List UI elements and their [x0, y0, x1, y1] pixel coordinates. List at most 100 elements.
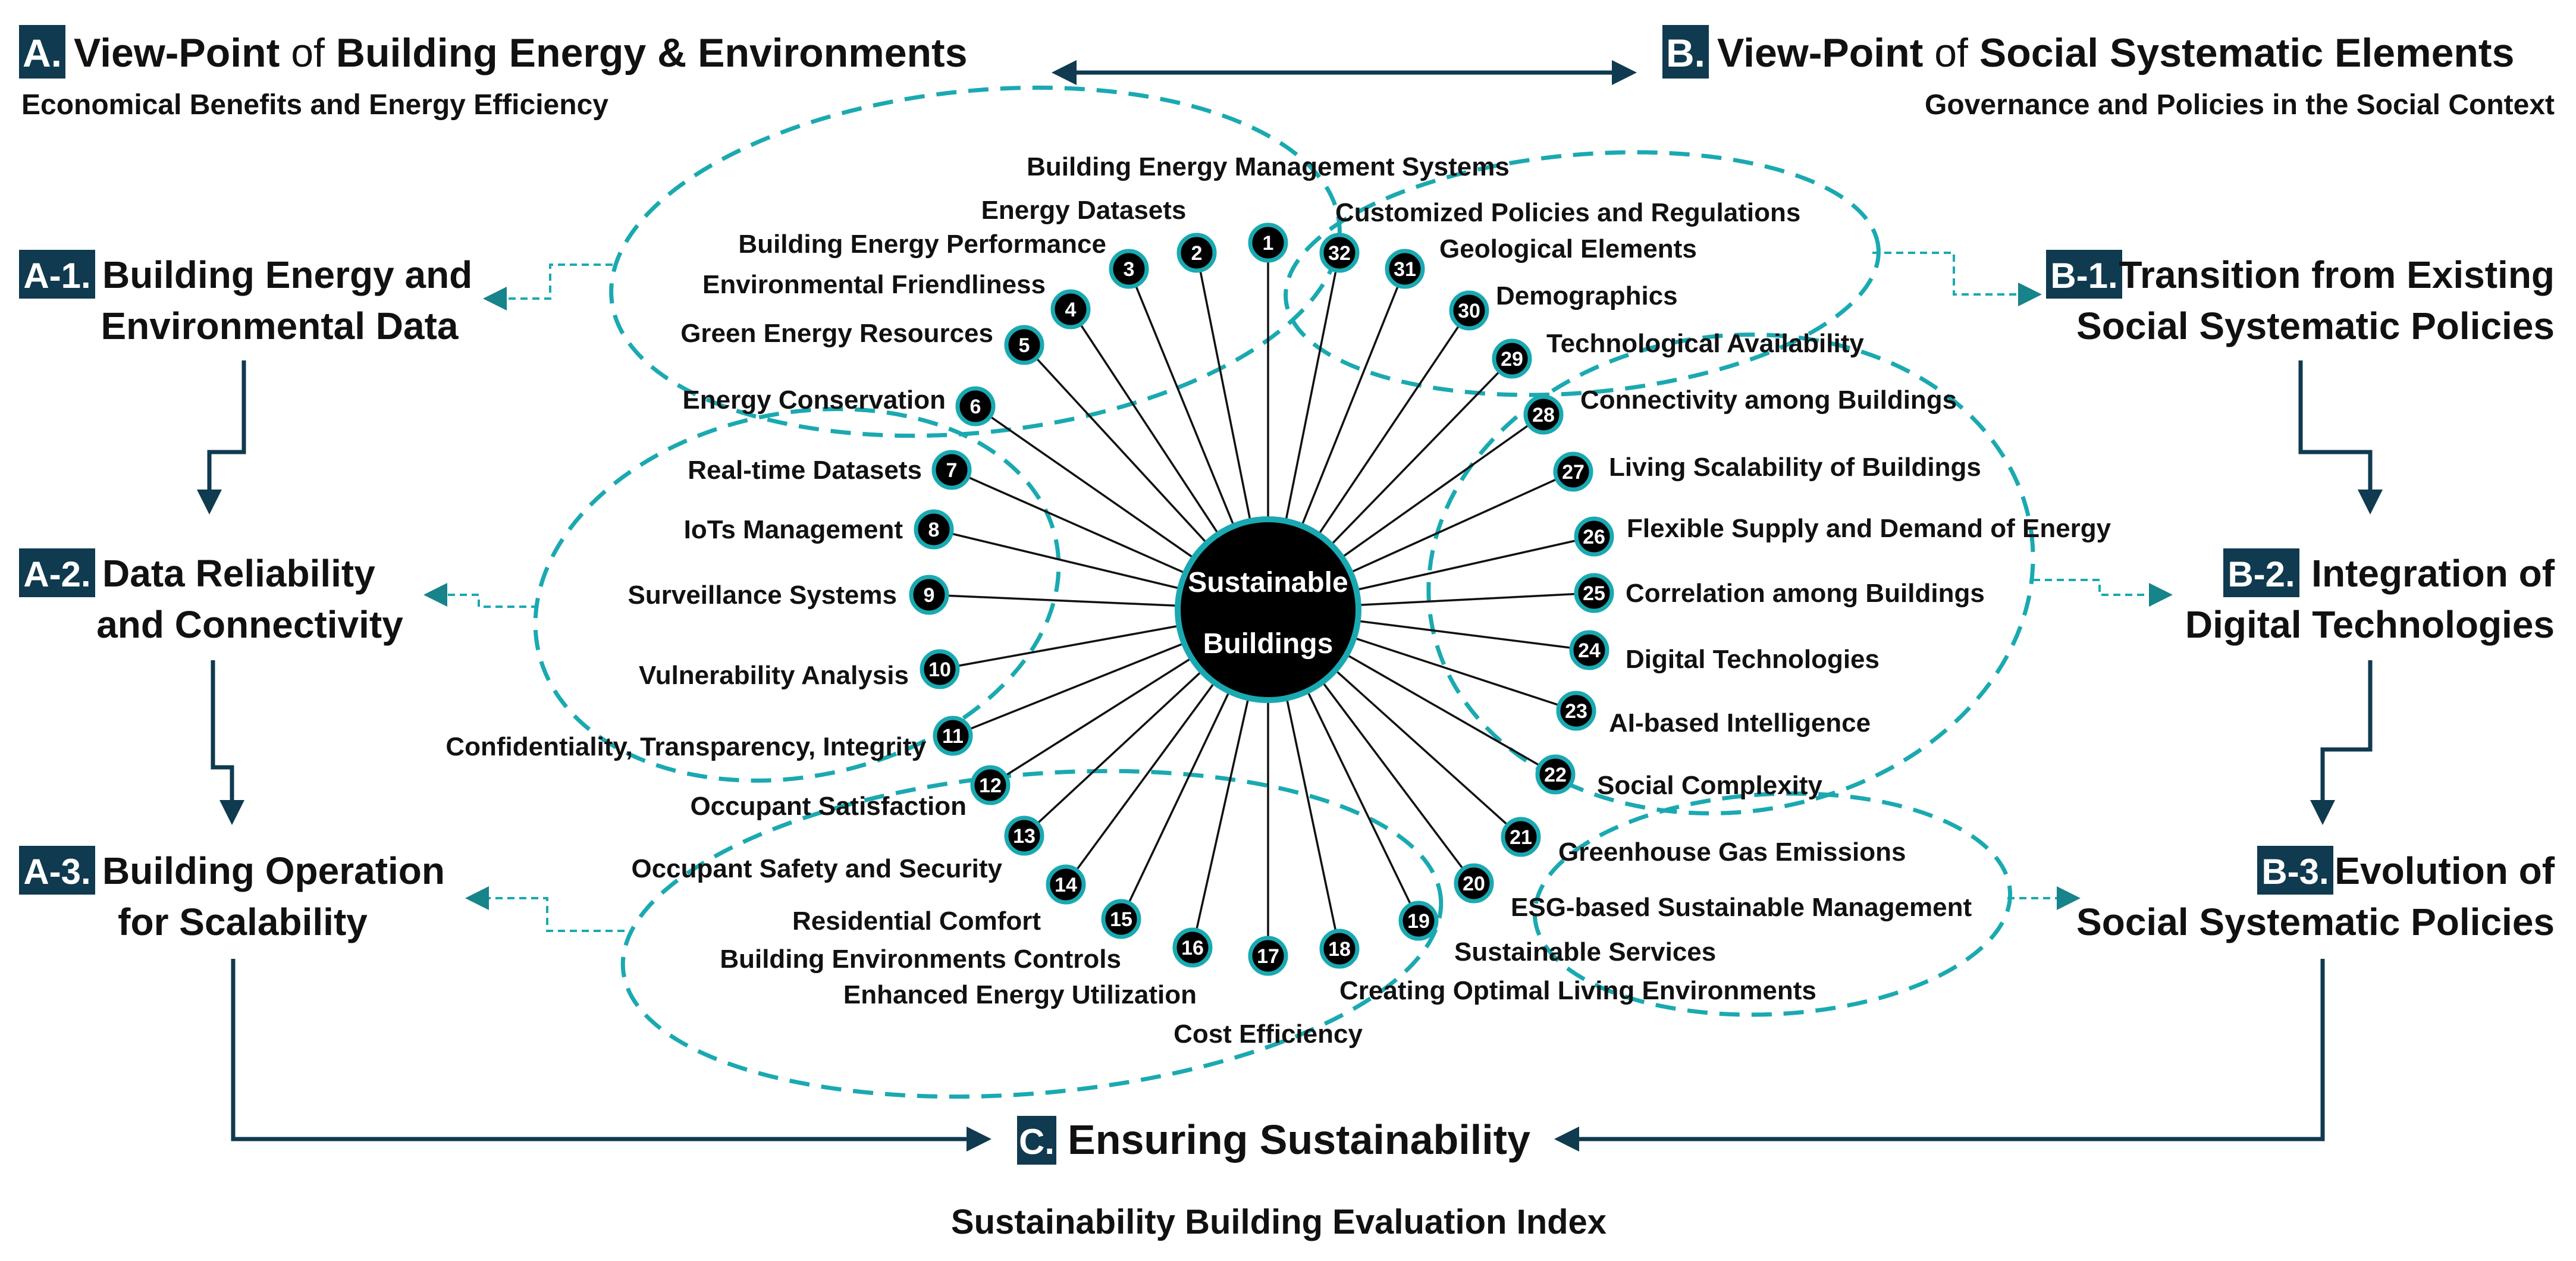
node-4-label: Environmental Friendliness — [702, 270, 1046, 299]
node-30-label: Demographics — [1496, 281, 1678, 310]
node-19-number: 19 — [1407, 910, 1430, 933]
badge-b-box — [1662, 25, 1709, 79]
node-17-number: 17 — [1257, 945, 1279, 968]
node-24-circle — [1569, 630, 1609, 670]
node-7-circle — [931, 450, 972, 490]
section-b1-line2: Social Systematic Policies — [2076, 305, 2555, 347]
badge-b1-box — [2046, 250, 2122, 299]
node-3-number: 3 — [1124, 258, 1135, 281]
node-10-label: Vulnerability Analysis — [639, 661, 909, 690]
node-12-number: 12 — [979, 774, 1002, 797]
node-2-number: 2 — [1191, 242, 1203, 265]
node-18-number: 18 — [1328, 938, 1351, 961]
section-a1-line1: Building Energy and — [102, 253, 472, 296]
node-21-number: 21 — [1510, 826, 1532, 849]
badge-a2: A-2. — [23, 554, 90, 594]
node-13-label: Occupant Safety and Security — [631, 854, 1002, 883]
node-10-number: 10 — [928, 658, 951, 681]
node-29-circle — [1492, 338, 1532, 379]
node-14-number: 14 — [1055, 874, 1077, 896]
node-24-number: 24 — [1578, 639, 1601, 662]
badge-c: C. — [1019, 1122, 1055, 1162]
node-25-number: 25 — [1583, 582, 1605, 605]
cluster-b2-ellipse — [1426, 332, 2035, 815]
node-23-number: 23 — [1565, 700, 1587, 723]
link-cluster-to-a1 — [483, 264, 613, 310]
section-a3-line2: for Scalability — [118, 901, 368, 943]
link-cluster-to-a3 — [465, 886, 625, 932]
viewpoint-a-header: A. View-Point of Building Energy & Envir… — [19, 25, 968, 121]
viewpoint-b-header: B. View-Point of Social Systematic Eleme… — [1662, 25, 2555, 121]
section-a2-line2: and Connectivity — [96, 603, 403, 646]
node-32-circle — [1319, 233, 1360, 273]
node-31-circle — [1385, 249, 1425, 289]
cluster-b3-ellipse — [1532, 791, 2013, 1017]
node-27-label: Living Scalability of Buildings — [1609, 453, 1981, 482]
node-26-label: Flexible Supply and Demand of Energy — [1627, 514, 2111, 543]
cluster-a3-ellipse — [620, 768, 1444, 1099]
section-c: C. Ensuring Sustainability Sustainabilit… — [951, 1116, 1607, 1241]
section-a3: A-3. Building Operation for Scalability — [19, 846, 445, 943]
section-b3: B-3. Evolution of Social Systematic Poli… — [2076, 846, 2555, 943]
node-13-circle — [1004, 815, 1044, 856]
node-7-label: Real-time Datasets — [688, 456, 922, 485]
node-28-label: Connectivity among Buildings — [1580, 385, 1957, 415]
node-18-label: Creating Optimal Living Environments — [1339, 976, 1816, 1005]
node-32-label: Customized Policies and Regulations — [1335, 198, 1800, 227]
node-20-number: 20 — [1463, 873, 1485, 895]
node-29-number: 29 — [1501, 348, 1523, 371]
arrow-a1-to-a2 — [197, 360, 246, 515]
node-17-circle — [1248, 936, 1288, 976]
link-cluster-to-b1 — [1872, 252, 2042, 306]
node-28-circle — [1523, 394, 1564, 435]
node-23-circle — [1556, 691, 1596, 731]
node-6-label: Energy Conservation — [682, 385, 946, 415]
badge-a3: A-3. — [23, 852, 90, 892]
badge-b3: B-3. — [2261, 852, 2329, 892]
node-4-number: 4 — [1065, 299, 1077, 321]
section-a1-line2: Environmental Data — [101, 305, 458, 347]
section-b2: B-2. Integration of Digital Technologies — [2185, 548, 2555, 646]
node-22-number: 22 — [1544, 764, 1567, 786]
node-29-label: Technological Availability — [1546, 329, 1864, 358]
node-8-number: 8 — [928, 519, 940, 541]
badge-b3-box — [2257, 846, 2333, 895]
node-13-number: 13 — [1013, 825, 1036, 848]
section-b2-line2: Digital Technologies — [2185, 603, 2555, 646]
node-25-label: Correlation among Buildings — [1626, 579, 1985, 608]
node-26-circle — [1574, 516, 1614, 557]
section-a2-line1: Data Reliability — [102, 552, 375, 595]
node-5-number: 5 — [1019, 334, 1030, 357]
cluster-b1-ellipse — [1284, 150, 1881, 397]
node-25-circle — [1574, 573, 1614, 613]
node-12-label: Occupant Satisfaction — [690, 792, 967, 821]
node-15-circle — [1101, 899, 1141, 939]
node-19-label: Sustainable Services — [1454, 937, 1716, 967]
node-30-circle — [1449, 290, 1489, 331]
node-12-circle — [970, 765, 1011, 805]
node-21-circle — [1501, 817, 1541, 857]
center-hub: Sustainable Buildings — [1175, 516, 1361, 703]
section-b1-line1: Transition from Existing — [2119, 253, 2555, 296]
viewpoint-b-title: View-Point of Social Systematic Elements — [1717, 30, 2514, 76]
node-11-number: 11 — [942, 725, 964, 748]
center-label-line1: Sustainable — [1188, 567, 1348, 598]
viewpoint-a-title: View-Point of Building Energy & Environm… — [74, 30, 968, 76]
node-17-label: Cost Efficiency — [1174, 1020, 1363, 1049]
node-5-label: Green Energy Resources — [680, 319, 993, 348]
node-16-number: 16 — [1181, 937, 1204, 959]
node-1-circle — [1248, 222, 1288, 263]
section-b1: B-1. Transition from Existing Social Sys… — [2046, 250, 2555, 347]
node-15-number: 15 — [1110, 908, 1132, 931]
section-c-title: Ensuring Sustainability — [1068, 1116, 1530, 1163]
node-9-circle — [909, 575, 949, 615]
node-11-label: Confidentiality, Transparency, Integrity — [445, 732, 926, 761]
badge-c-box — [1017, 1116, 1056, 1165]
section-c-subtitle: Sustainability Building Evaluation Index — [951, 1203, 1607, 1241]
badge-a1-box — [19, 250, 95, 299]
viewpoint-a-subtitle: Economical Benefits and Energy Efficienc… — [21, 89, 608, 121]
section-a3-line1: Building Operation — [102, 849, 445, 892]
node-23-label: AI-based Intelligence — [1609, 708, 1871, 738]
node-9-number: 9 — [924, 584, 935, 607]
